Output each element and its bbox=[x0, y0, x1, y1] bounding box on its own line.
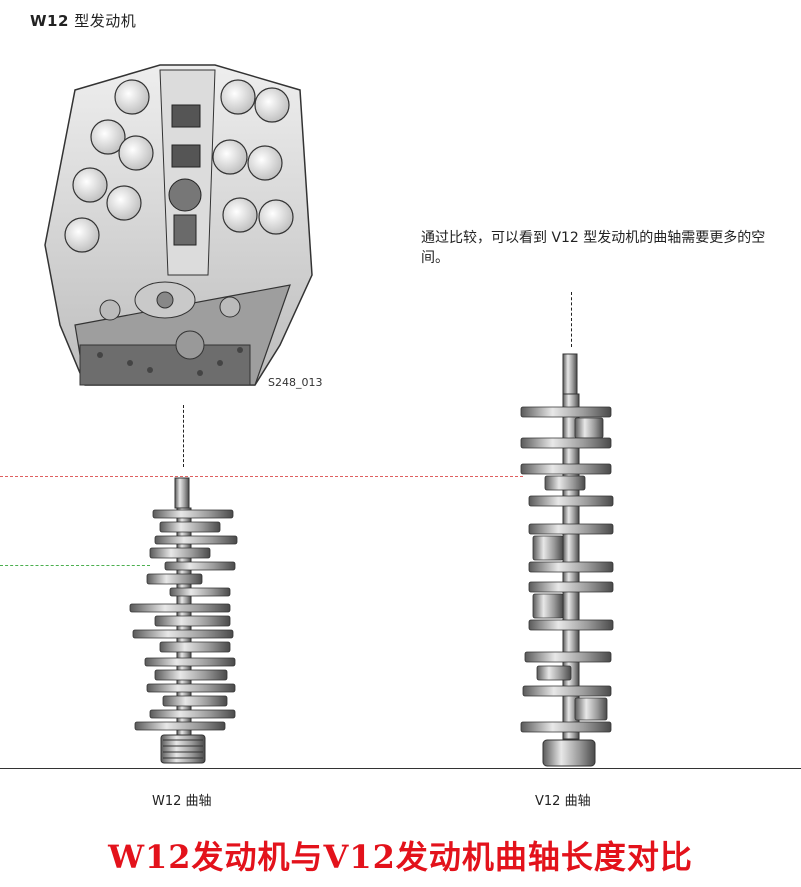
v12-length-reference-line bbox=[0, 476, 523, 477]
ground-baseline bbox=[0, 768, 801, 769]
v12-center-axis bbox=[571, 292, 572, 347]
w12-engine-block-illustration bbox=[40, 45, 330, 390]
w12-center-axis bbox=[183, 405, 184, 467]
w12-length-reference-line bbox=[0, 565, 150, 566]
v12-crankshaft-label: V12 曲轴 bbox=[535, 794, 591, 809]
heading-text: 型发动机 bbox=[74, 12, 137, 30]
comparison-note: 通过比较，可以看到 V12 型发动机的曲轴需要更多的空间。 bbox=[421, 230, 766, 266]
w12-crankshaft-label: W12 曲轴 bbox=[152, 794, 212, 809]
page-heading: W12 型发动机 bbox=[30, 10, 136, 31]
v12-crankshaft-illustration bbox=[515, 352, 625, 770]
figure-code: S248_013 bbox=[268, 376, 323, 389]
heading-model: W12 bbox=[30, 12, 69, 30]
bottom-title: W12发动机与V12发动机曲轴长度对比 bbox=[108, 838, 693, 876]
w12-crankshaft-illustration bbox=[125, 470, 245, 770]
